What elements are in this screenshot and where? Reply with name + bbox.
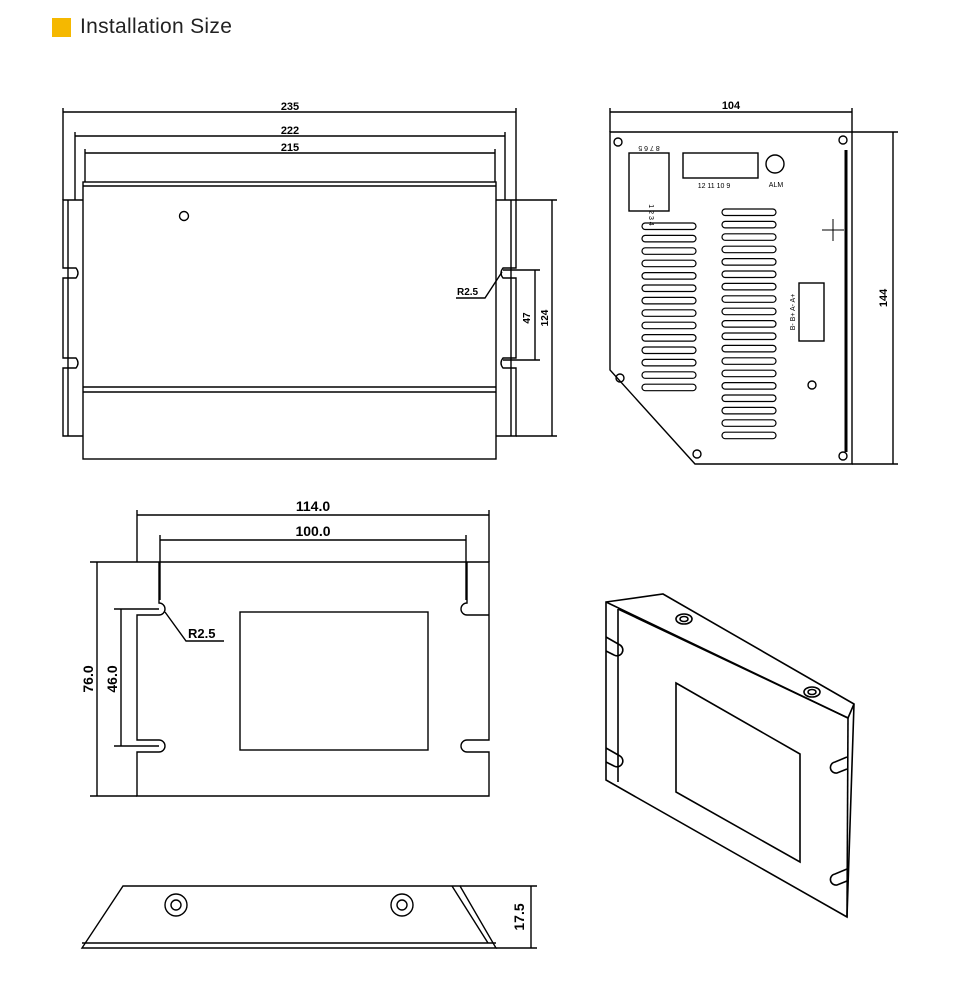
vent-slot bbox=[721, 233, 777, 241]
vent-slot bbox=[721, 245, 777, 254]
pcb-vent-slots bbox=[641, 208, 777, 440]
pcb-label-io: B- B+ A- A+ bbox=[790, 294, 797, 331]
section-title: Installation Size bbox=[80, 15, 233, 38]
pcb-view bbox=[609, 108, 898, 465]
vent-slot bbox=[641, 272, 697, 280]
vent-slot bbox=[641, 371, 697, 379]
dim-overall-width: 235 bbox=[281, 101, 299, 113]
dim-overall-height: 124 bbox=[540, 309, 551, 326]
vent-slot bbox=[721, 282, 777, 291]
vent-slot bbox=[721, 208, 777, 217]
vent-slot bbox=[721, 357, 777, 365]
vent-slot bbox=[721, 382, 777, 390]
vent-slot bbox=[721, 431, 777, 440]
bracket-view bbox=[90, 510, 490, 797]
vent-slot bbox=[721, 394, 777, 403]
dim-bracket-inner-width: 100.0 bbox=[295, 523, 330, 539]
dim-bracket-inner-height: 46.0 bbox=[104, 665, 120, 692]
front-view bbox=[62, 108, 557, 460]
bracket-3d-view bbox=[605, 593, 855, 919]
vent-slot bbox=[641, 222, 697, 231]
dim-pcb-height: 144 bbox=[878, 288, 890, 307]
dim-pcb-width: 104 bbox=[722, 100, 741, 112]
vent-slot bbox=[641, 296, 697, 305]
vent-slot bbox=[721, 307, 777, 316]
vent-slot bbox=[721, 406, 777, 415]
vent-slot bbox=[721, 220, 777, 229]
edge-view bbox=[80, 885, 537, 949]
vent-slot bbox=[721, 258, 777, 266]
vent-slot bbox=[641, 334, 697, 342]
vent-slot bbox=[721, 332, 777, 341]
vent-slot bbox=[721, 369, 777, 378]
vent-slot bbox=[641, 321, 697, 330]
vent-slot bbox=[641, 309, 697, 317]
vent-slot bbox=[641, 247, 697, 255]
dim-edge-thickness: 17.5 bbox=[511, 903, 527, 930]
dim-inner-width: 215 bbox=[281, 142, 299, 154]
vent-slot bbox=[721, 344, 777, 353]
pcb-label-led: ALM bbox=[769, 182, 784, 189]
pcb-label-top: 8 7 6 5 bbox=[638, 144, 660, 151]
dim-bracket-outer-height: 76.0 bbox=[80, 665, 96, 692]
dim-bracket-outer-width: 114.0 bbox=[296, 498, 330, 514]
vent-slot bbox=[641, 284, 697, 293]
vent-slot bbox=[641, 383, 697, 392]
dim-bracket-radius: R2.5 bbox=[188, 626, 215, 641]
vent-slot bbox=[641, 259, 697, 268]
section-header: Installation Size bbox=[52, 10, 232, 44]
dim-mid-width: 222 bbox=[281, 125, 299, 137]
vent-slot bbox=[641, 234, 697, 243]
vent-slot bbox=[721, 295, 777, 303]
dim-radius-front: R2.5 bbox=[457, 287, 479, 298]
vent-slot bbox=[721, 419, 777, 427]
vent-slot bbox=[721, 320, 777, 328]
vent-slot bbox=[641, 346, 697, 355]
pcb-label-switch: 1 2 3 4 bbox=[647, 204, 654, 226]
header-marker-icon bbox=[52, 17, 71, 37]
vent-slot bbox=[641, 358, 697, 367]
vent-slot bbox=[721, 270, 777, 279]
pcb-label-connector: 12 11 10 9 bbox=[698, 183, 731, 190]
dim-slot-pitch: 47 bbox=[522, 312, 533, 324]
